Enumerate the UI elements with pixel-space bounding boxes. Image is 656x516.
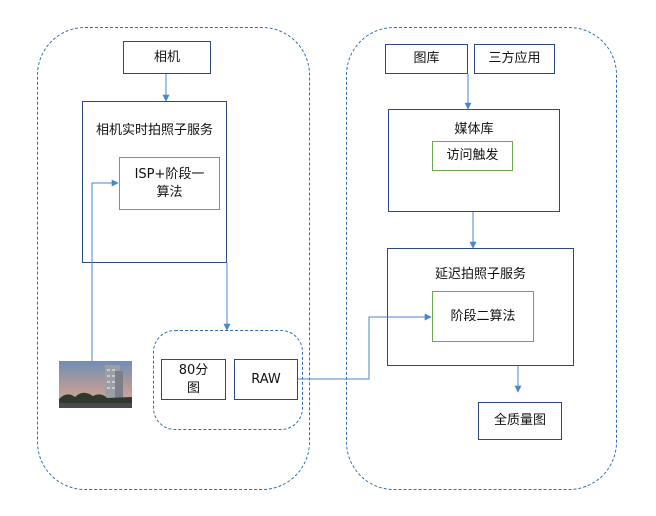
gallery-label: 图库 xyxy=(413,51,440,66)
access-trigger-label: 访问触发 xyxy=(446,148,499,163)
stage2-algorithm-box: 阶段二算法 xyxy=(432,291,534,342)
stage2-algorithm-label: 阶段二算法 xyxy=(450,308,516,324)
image-80-line2: 图 xyxy=(186,380,200,396)
third-party-apps-box: 三方应用 xyxy=(474,44,555,74)
access-trigger-box: 访问触发 xyxy=(432,141,513,171)
arrow-photo-to-isp xyxy=(91,179,119,361)
camera-label: 相机 xyxy=(153,49,180,65)
full-quality-image-label: 全质量图 xyxy=(493,413,546,428)
camera-side-region xyxy=(37,27,310,490)
isp-stage1-algorithm-line1: ISP+阶段一 xyxy=(134,166,205,182)
isp-stage1-algorithm-box: ISP+阶段一 算法 xyxy=(119,157,220,210)
third-party-apps-label: 三方应用 xyxy=(488,51,541,66)
camera-box: 相机 xyxy=(123,41,211,74)
image-80-line1: 80分 xyxy=(178,362,209,378)
preview-photo-image xyxy=(59,361,132,408)
gallery-box: 图库 xyxy=(385,44,468,74)
raw-label: RAW xyxy=(251,371,281,387)
arrow-raw-to-stage2 xyxy=(298,313,432,380)
gallery-side-region xyxy=(346,27,617,490)
preview-photo xyxy=(59,361,132,408)
deferred-capture-service-title: 延迟拍照子服务 xyxy=(434,267,526,282)
isp-stage1-algorithm-line2: 算法 xyxy=(156,184,183,200)
raw-box: RAW xyxy=(234,359,298,400)
image-80-box: 80分 图 xyxy=(161,359,226,400)
media-library-title: 媒体库 xyxy=(454,122,494,137)
realtime-capture-service-title: 相机实时拍照子服务 xyxy=(95,123,213,138)
full-quality-image-box: 全质量图 xyxy=(478,402,562,440)
